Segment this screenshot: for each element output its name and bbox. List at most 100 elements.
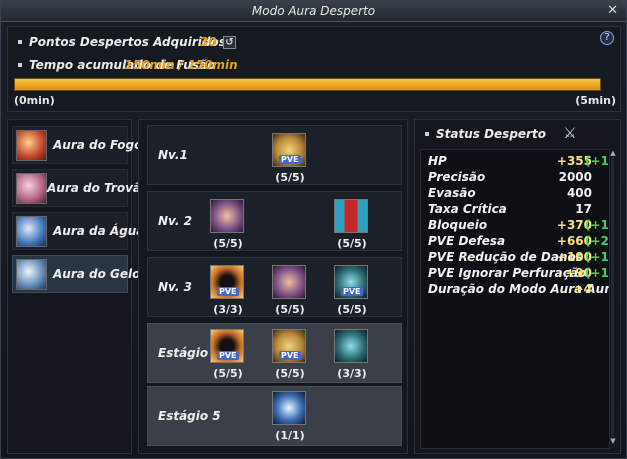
status-title-text: Status Desperto: [436, 127, 546, 141]
pve-badge: PVE: [217, 351, 239, 360]
level-row: Nv. 3 PVE (3/3) (5/5) PVE (5/5): [147, 257, 402, 317]
stat-name: PVE Redução de Danos: [428, 250, 583, 264]
golden-shield-icon[interactable]: PVE: [272, 329, 306, 363]
water-aura-icon: [16, 216, 47, 247]
stat-value: +90: [565, 266, 592, 280]
stat-value: +660: [556, 234, 592, 248]
thunder-aura-icon: [16, 173, 47, 204]
warrior-figure-icon[interactable]: [210, 199, 244, 233]
level-row: Estágio 5 (1/1): [147, 386, 402, 446]
golden-shield-icon[interactable]: PVE: [272, 133, 306, 167]
skill-slot[interactable]: (5/5): [272, 265, 308, 316]
skill-count: (5/5): [337, 303, 367, 316]
scroll-down-icon[interactable]: ▼: [610, 437, 616, 445]
level-label: Estágio 4: [158, 346, 221, 360]
level-label: Nv. 3: [158, 280, 192, 294]
skill-count: (5/5): [213, 237, 243, 250]
skill-count: (3/3): [337, 367, 367, 380]
refresh-icon[interactable]: ↺: [222, 36, 236, 49]
stat-value: +355: [556, 154, 592, 168]
bullet-icon: [18, 39, 22, 44]
scroll-track[interactable]: [611, 157, 614, 437]
skill-slot[interactable]: (5/5): [334, 199, 370, 250]
dark-silhouette-icon[interactable]: PVE: [210, 265, 244, 299]
pve-badge: PVE: [279, 351, 301, 360]
stat-row: PVE Ignorar Perfuração+90(+10): [428, 266, 609, 282]
warrior-figure-icon[interactable]: [272, 265, 306, 299]
stat-bonus: (+10): [585, 266, 609, 280]
ice-aura-icon: [16, 259, 47, 290]
stat-row: Precisão 2000: [428, 170, 608, 186]
points-row: Pontos Despertos Adquiridos 30 ↺: [18, 35, 236, 49]
level-row: Nv. 2 (5/5) (5/5): [147, 191, 402, 251]
skill-slot[interactable]: (1/1): [272, 391, 308, 442]
fusion-panel: Pontos Despertos Adquiridos 30 ↺ Tempo a…: [7, 26, 621, 112]
crossed-swords-icon: ⚔: [563, 124, 577, 142]
scroll-up-icon[interactable]: ▲: [610, 149, 616, 157]
progress-fill: [15, 79, 600, 90]
status-title: Status Desperto: [425, 127, 546, 141]
skill-count: (5/5): [275, 171, 305, 184]
stat-row: Bloqueio+370(+10): [428, 218, 609, 234]
red-potion-icon[interactable]: [334, 199, 368, 233]
stat-name: HP: [428, 154, 447, 168]
skill-slot[interactable]: PVE (5/5): [272, 133, 308, 184]
aura-item-ice[interactable]: Aura do Gelo: [12, 255, 140, 293]
skill-slot[interactable]: (3/3): [334, 329, 370, 380]
ice-spirit-icon[interactable]: [272, 391, 306, 425]
bullet-icon: [18, 62, 22, 67]
aura-label: Aura da Água: [53, 224, 145, 238]
stat-row: PVE Redução de Danos+100(+10): [428, 250, 609, 266]
fire-aura-icon: [16, 130, 47, 161]
aura-item-water[interactable]: Aura da Água: [12, 212, 144, 250]
close-icon[interactable]: ✕: [607, 3, 618, 18]
stat-name: Precisão: [428, 170, 486, 184]
time-label: Tempo acumulado de Fusão: [29, 58, 216, 72]
crossed-blades-icon[interactable]: [334, 329, 368, 363]
stat-value: +370: [556, 218, 592, 232]
skill-slot[interactable]: (5/5): [210, 199, 246, 250]
skill-count: (1/1): [275, 429, 305, 442]
tick-end: (5min): [575, 94, 616, 107]
skill-slot[interactable]: PVE (5/5): [210, 329, 246, 380]
skill-slot[interactable]: PVE (3/3): [210, 265, 246, 316]
stat-value: 400: [566, 186, 592, 200]
crossed-blades-icon[interactable]: PVE: [334, 265, 368, 299]
aura-item-fire[interactable]: Aura do Fogo: [12, 126, 142, 164]
skill-count: (3/3): [213, 303, 243, 316]
skill-count: (5/5): [275, 303, 305, 316]
stat-row: HP +355(+15): [428, 154, 609, 170]
stat-bonus: (+10): [585, 218, 609, 232]
aura-list: Aura do Fogo Aura do Trovão Aura da Água…: [7, 119, 149, 454]
points-value: 30: [200, 35, 217, 49]
title-bar[interactable]: Modo Aura Desperto ✕: [1, 1, 626, 22]
stat-row: PVE Defesa+660(+20): [428, 234, 609, 250]
bullet-icon: [425, 131, 429, 136]
level-label: Nv. 2: [158, 214, 192, 228]
window-title: Modo Aura Desperto: [251, 4, 376, 18]
skill-slot[interactable]: PVE (5/5): [272, 329, 308, 380]
help-icon[interactable]: ?: [600, 31, 614, 45]
level-row: Nv.1 PVE (5/5): [147, 125, 402, 185]
skill-count: (5/5): [337, 237, 367, 250]
fusion-progress-bar: [14, 78, 601, 91]
skill-slot[interactable]: PVE (5/5): [334, 265, 370, 316]
dark-silhouette-icon[interactable]: PVE: [210, 329, 244, 363]
aura-item-thunder[interactable]: Aura do Trovão: [12, 169, 149, 207]
pve-badge: PVE: [341, 287, 363, 296]
stat-bonus: (+10): [585, 250, 609, 264]
stat-bonus: (+15): [585, 154, 609, 168]
stats-scrollbar[interactable]: ▲ ▼: [609, 149, 617, 449]
level-label: Nv.1: [158, 148, 188, 162]
skill-count: (5/5): [213, 367, 243, 380]
stat-row: Duração do Modo Aura Aumentou+4: [428, 282, 609, 298]
pve-badge: PVE: [217, 287, 239, 296]
stat-value: +100: [556, 250, 592, 264]
stat-value: 2000: [558, 170, 592, 184]
level-row: Estágio 4 PVE (5/5) PVE (5/5) (3/3): [147, 323, 402, 383]
stat-name: Duração do Modo Aura Aumentou: [428, 282, 609, 296]
stat-name: PVE Defesa: [428, 234, 506, 248]
